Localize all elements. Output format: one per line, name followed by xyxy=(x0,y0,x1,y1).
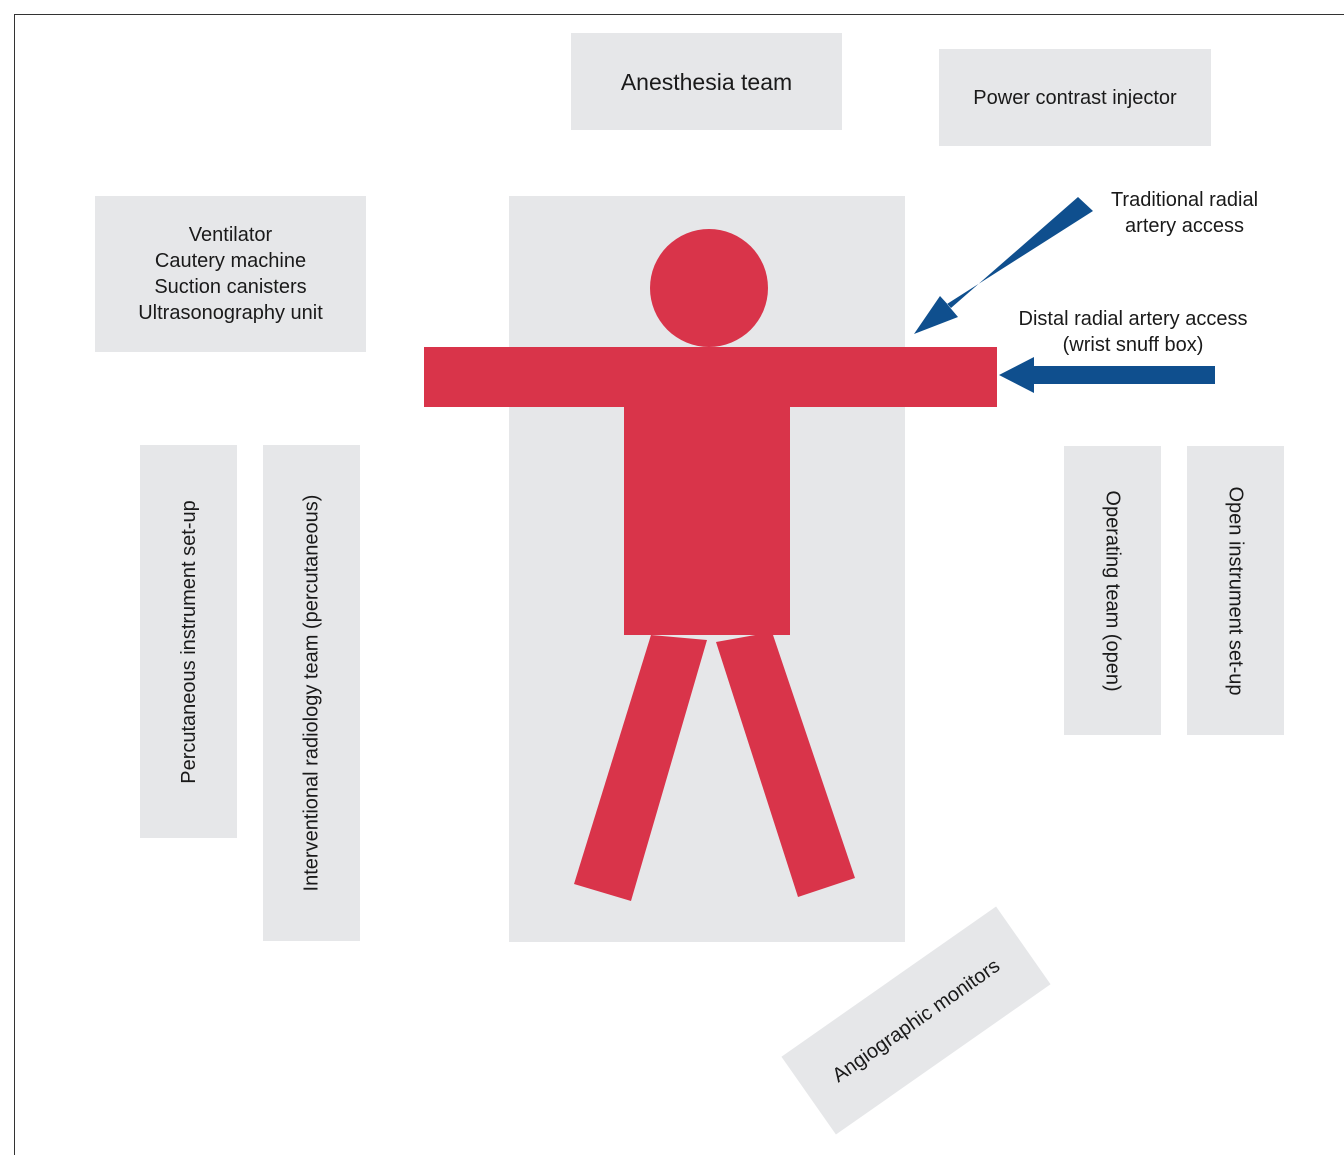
ir-team-box: Interventional radiology team (percutane… xyxy=(263,445,360,941)
patient-figure xyxy=(424,229,997,901)
traditional-access-label: Traditional radial artery access xyxy=(1110,189,1259,237)
operating-team-box: Operating team (open) xyxy=(1064,446,1161,735)
percutaneous-setup-box: Percutaneous instrument set-up xyxy=(140,445,237,838)
access-arrows xyxy=(914,197,1215,393)
patient-arms xyxy=(424,347,997,407)
anesthesia-team-box: Anesthesia team xyxy=(571,33,842,130)
equipment-label: Ventilator Cautery machine Suction canis… xyxy=(138,224,323,324)
patient-left-leg xyxy=(574,635,707,901)
power-injector-box: Power contrast injector xyxy=(939,49,1211,146)
distal-access-label: Distal radial artery access (wrist snuff… xyxy=(1018,308,1248,356)
patient-head xyxy=(650,229,768,347)
patient-torso xyxy=(624,407,790,635)
open-setup-box: Open instrument set-up xyxy=(1187,446,1284,735)
patient-right-leg xyxy=(716,632,855,897)
anesthesia-team-label: Anesthesia team xyxy=(620,68,793,95)
equipment-box: Ventilator Cautery machine Suction canis… xyxy=(95,196,366,352)
distal-access-arrow xyxy=(999,357,1215,393)
power-injector-label: Power contrast injector xyxy=(973,86,1177,109)
traditional-access-arrow xyxy=(914,197,1093,334)
diagram-frame xyxy=(14,14,1344,1155)
